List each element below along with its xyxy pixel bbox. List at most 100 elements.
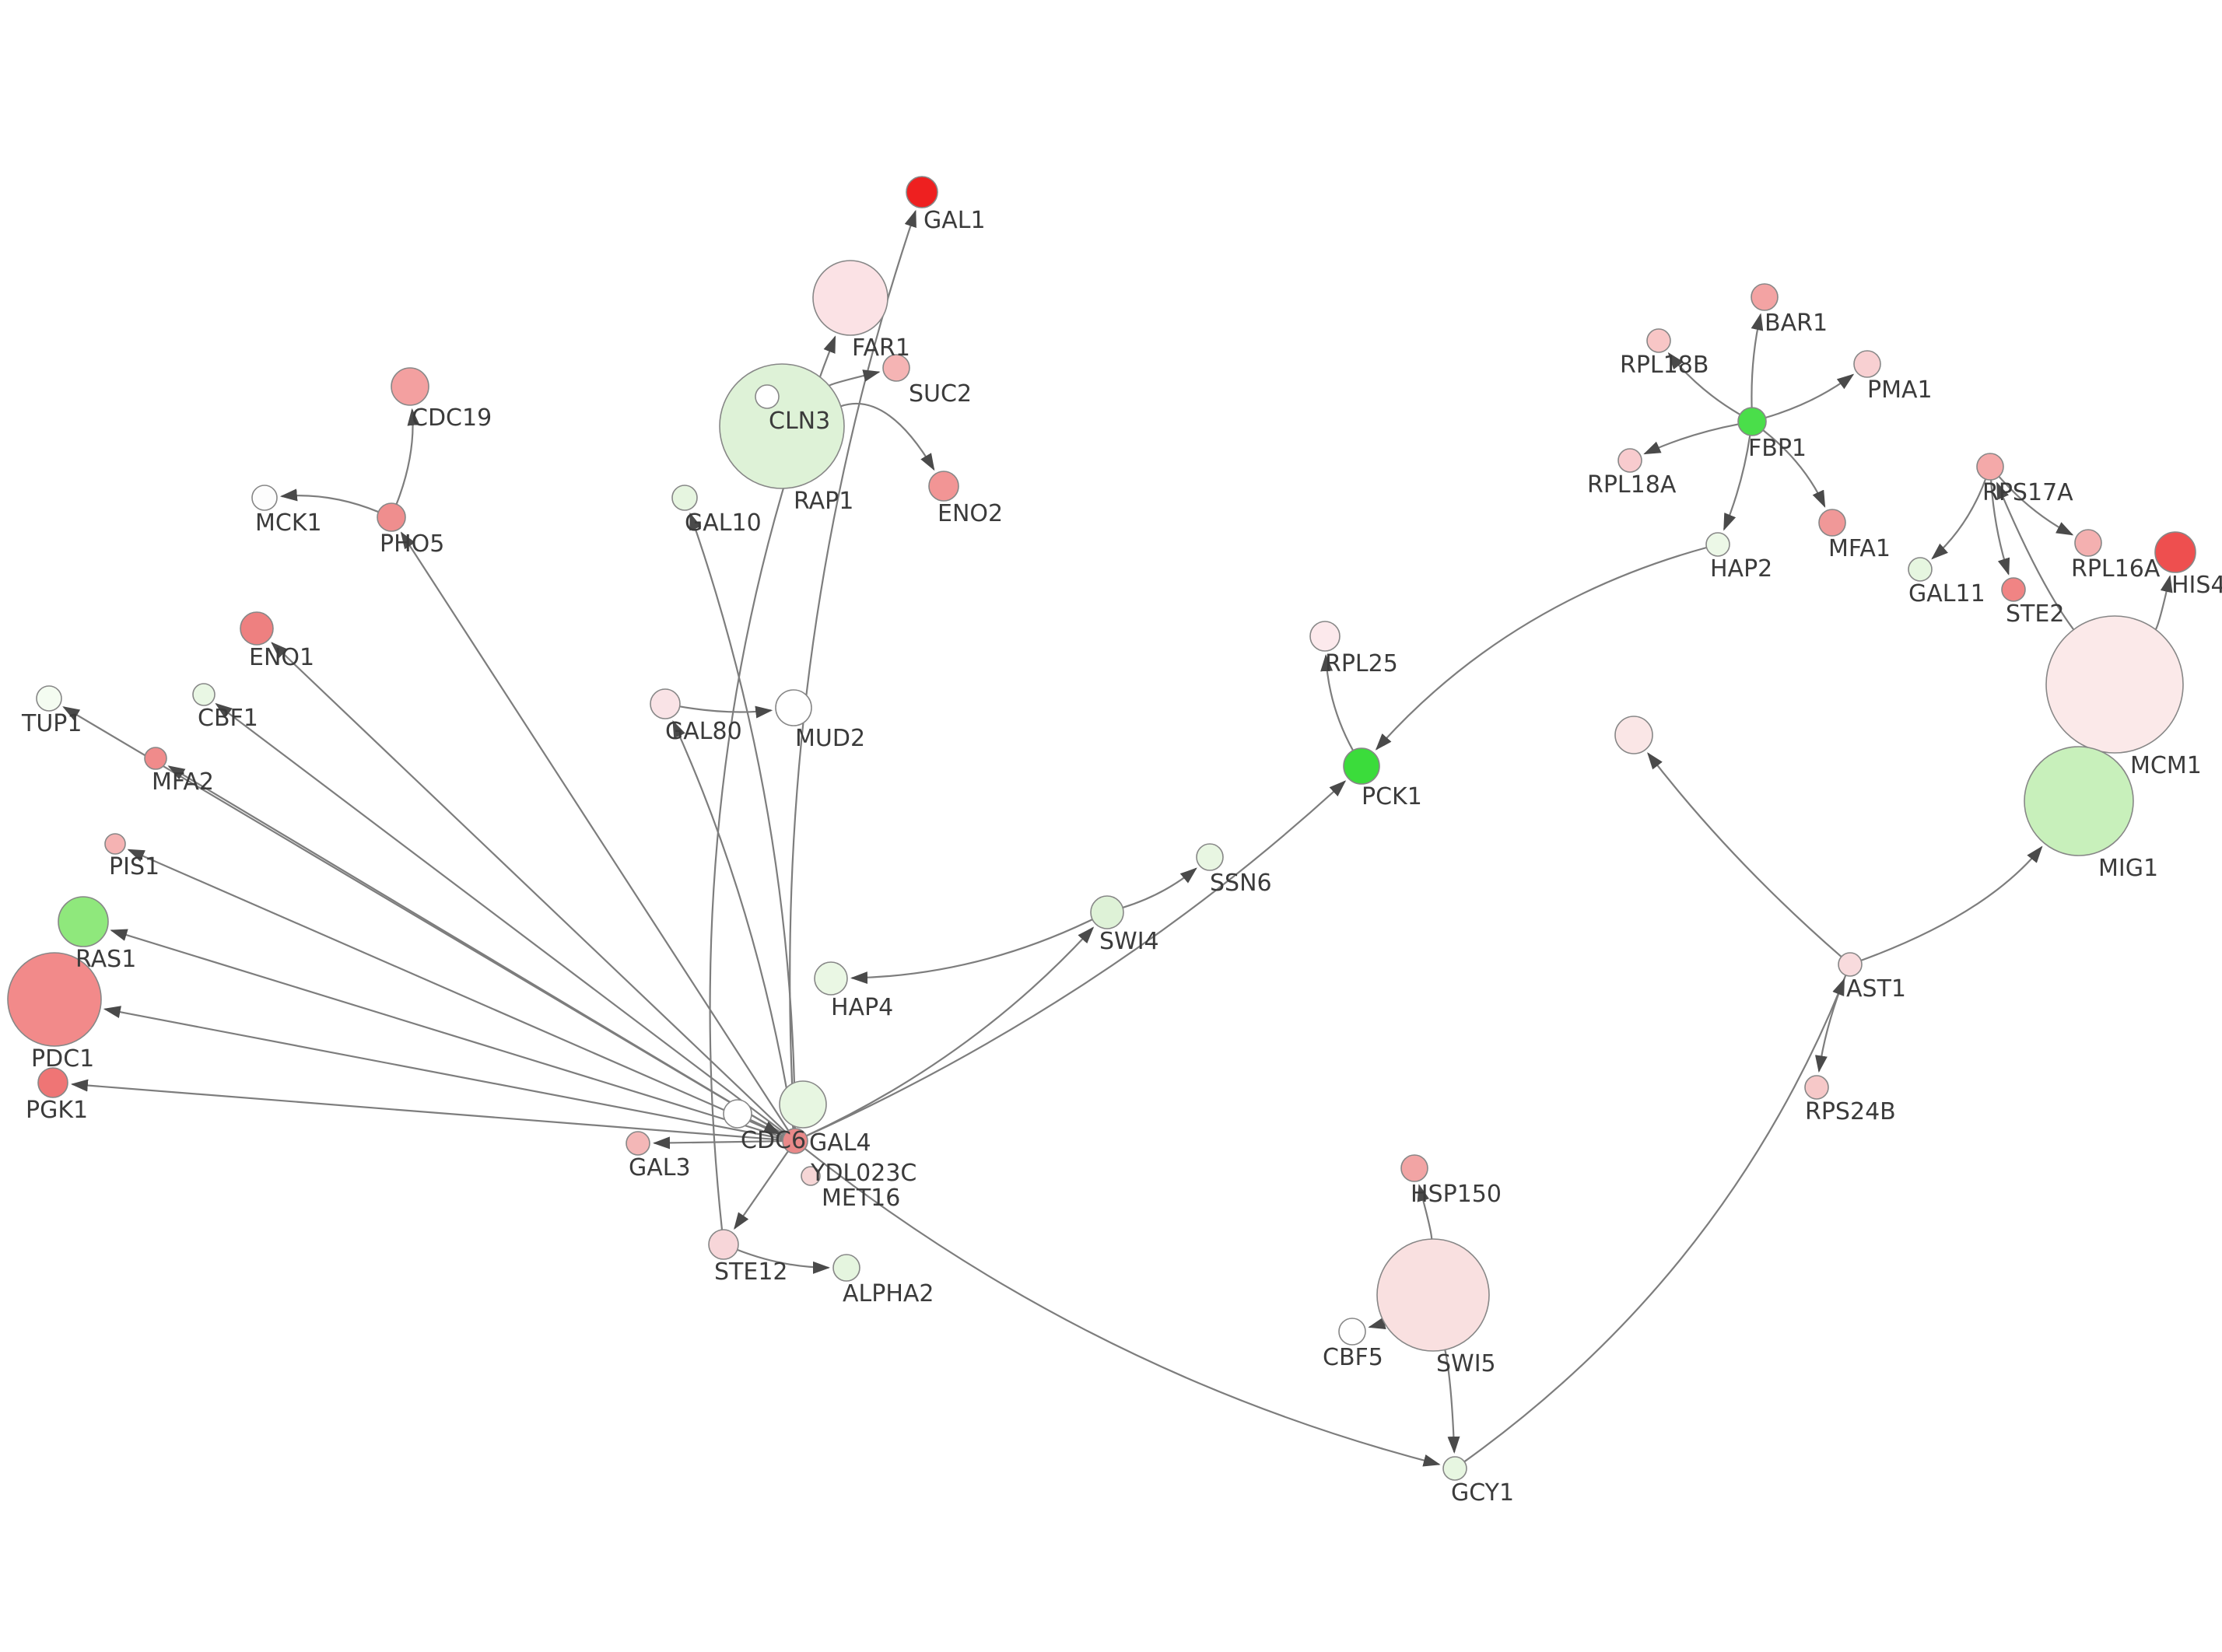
node-HIS4[interactable] xyxy=(2154,531,2196,573)
node-RPS17A[interactable] xyxy=(1976,453,2004,481)
node-GAL11[interactable] xyxy=(1908,557,1933,582)
edge-PHO5-CDC19[interactable] xyxy=(395,408,420,505)
node-TUP1[interactable] xyxy=(36,685,62,712)
node-HAP2[interactable] xyxy=(1705,532,1730,557)
node-ALPHA2[interactable] xyxy=(832,1254,860,1282)
node-label-GAL3: GAL3 xyxy=(629,1154,691,1181)
node-GAL80[interactable] xyxy=(650,688,681,719)
edge-MCM1-RPS17A[interactable] xyxy=(1996,481,2075,631)
edge-GAL4-CBF1[interactable] xyxy=(215,702,786,1135)
edge-CDC6-GAL4[interactable] xyxy=(749,1118,781,1135)
node-HAP4[interactable] xyxy=(814,961,848,996)
edge-RAP1-ENO2[interactable] xyxy=(840,402,935,471)
edge-GAL4-PCK1[interactable] xyxy=(806,780,1347,1137)
edge-PHO5-MCK1[interactable] xyxy=(279,488,379,513)
node-MIG1[interactable] xyxy=(2024,746,2134,856)
node-CBF5[interactable] xyxy=(1338,1318,1366,1346)
node-MET16[interactable] xyxy=(801,1166,821,1186)
node-label-CDC19: CDC19 xyxy=(412,404,492,432)
edge-FBP1-HAP2[interactable] xyxy=(1723,435,1751,531)
edge-PCK1-RPL25[interactable] xyxy=(1320,654,1354,751)
node-GAL1[interactable] xyxy=(906,176,938,208)
edge-RPS17A-STE2[interactable] xyxy=(1990,479,2010,576)
edge-GAL4-PHO5[interactable] xyxy=(400,531,790,1132)
node-CLN3[interactable] xyxy=(755,384,780,409)
edge-RPS17A-GAL11[interactable] xyxy=(1931,478,1987,560)
edge-GAL4-SWI4[interactable] xyxy=(806,926,1095,1137)
node-GAL3[interactable] xyxy=(626,1131,650,1156)
node-GAL10[interactable] xyxy=(671,485,698,511)
node-PHO5[interactable] xyxy=(377,502,406,532)
node-RPL18A[interactable] xyxy=(1617,448,1642,473)
node-MFA1[interactable] xyxy=(1818,509,1846,537)
edge-GAL80-MUD2[interactable] xyxy=(679,705,773,719)
edge-STE12-ALPHA2[interactable] xyxy=(737,1248,830,1274)
node-MCM1[interactable] xyxy=(2045,615,2184,754)
node-PGK1[interactable] xyxy=(37,1067,68,1098)
node-FBP1[interactable] xyxy=(1737,407,1767,436)
node-RAS1[interactable] xyxy=(58,896,109,947)
node-BAR1[interactable] xyxy=(1751,283,1779,311)
edge-FBP1-MFA1[interactable] xyxy=(1762,429,1826,508)
node-MFA2[interactable] xyxy=(144,747,167,770)
edge-GCY1-AST1[interactable] xyxy=(1463,978,1845,1463)
node-STE2[interactable] xyxy=(2001,577,2026,602)
edge-GAL4-STE12[interactable] xyxy=(734,1150,789,1230)
node-ENO1[interactable] xyxy=(240,611,274,646)
node-MUD2[interactable] xyxy=(775,689,812,726)
edge-GAL4-RAS1[interactable] xyxy=(110,929,784,1139)
edge-MCM1-HIS4[interactable] xyxy=(2154,575,2173,631)
node-RPL25[interactable] xyxy=(1309,621,1341,652)
edge-GAL4-PGK1[interactable] xyxy=(70,1079,783,1141)
node-HSP150[interactable] xyxy=(1400,1154,1428,1182)
edge-FBP1-BAR1[interactable] xyxy=(1751,313,1764,408)
node-label-GCY1: GCY1 xyxy=(1451,1479,1514,1507)
edge-GAL4-PIS1[interactable] xyxy=(127,849,784,1137)
node-PCK1[interactable] xyxy=(1343,747,1380,785)
edge-GAL4-GAL3[interactable] xyxy=(653,1136,783,1150)
edge-AST1-NODE_A[interactable] xyxy=(1647,752,1842,957)
edge-GAL4-GAL10[interactable] xyxy=(689,512,796,1129)
node-RPL16A[interactable] xyxy=(2074,529,2102,557)
node-RPS24B[interactable] xyxy=(1804,1075,1829,1100)
node-CDC19[interactable] xyxy=(391,367,429,406)
node-CDC6[interactable] xyxy=(723,1099,752,1129)
node-PDC1[interactable] xyxy=(7,952,102,1047)
edge-AST1-RPS24B[interactable] xyxy=(1814,975,1847,1073)
edge-FBP1-RPL18A[interactable] xyxy=(1643,423,1739,455)
edge-GAL4-MFA2[interactable] xyxy=(167,765,785,1136)
node-STE12[interactable] xyxy=(708,1229,739,1260)
edge-GAL4-PDC1[interactable] xyxy=(103,1006,783,1140)
node-FAR1[interactable] xyxy=(812,260,888,336)
node-SSN6[interactable] xyxy=(1196,843,1224,871)
node-label-SUC2: SUC2 xyxy=(909,380,972,408)
edge-RAP1-SUC2[interactable] xyxy=(828,369,881,387)
edge-FBP1-RPL18B[interactable] xyxy=(1667,352,1740,415)
node-MCK1[interactable] xyxy=(251,485,278,511)
node-SWI4[interactable] xyxy=(1090,895,1124,929)
edge-GAL4-GAL80[interactable] xyxy=(672,719,794,1129)
edge-AST1-MIG1[interactable] xyxy=(1860,845,2043,961)
node-RPL18B[interactable] xyxy=(1646,328,1671,353)
node-AST1[interactable] xyxy=(1838,952,1863,977)
node-RAP1[interactable] xyxy=(719,363,845,489)
edge-SWI5-HSP150[interactable] xyxy=(1417,1184,1433,1240)
node-NODE_A[interactable] xyxy=(1614,716,1653,754)
node-SWI5[interactable] xyxy=(1376,1238,1490,1352)
node-CBF1[interactable] xyxy=(192,683,216,706)
node-GAL4[interactable] xyxy=(782,1128,808,1154)
node-PMA1[interactable] xyxy=(1853,350,1881,378)
edge-GAL4-GAL1[interactable] xyxy=(789,209,916,1129)
edge-SWI5-GCY1[interactable] xyxy=(1444,1349,1460,1454)
node-GCY1[interactable] xyxy=(1442,1456,1467,1481)
node-SUC2[interactable] xyxy=(882,354,910,382)
edge-FBP1-PMA1[interactable] xyxy=(1765,373,1855,419)
edge-HAP2-PCK1[interactable] xyxy=(1375,546,1707,751)
edge-SWI4-HAP4[interactable] xyxy=(850,919,1093,985)
node-PIS1[interactable] xyxy=(104,833,126,855)
node-ENO2[interactable] xyxy=(928,471,959,502)
edge-SWI4-SSN6[interactable] xyxy=(1122,867,1197,908)
node-YDL023C[interactable] xyxy=(779,1080,827,1129)
edge-GAL4-GCY1[interactable] xyxy=(804,1148,1441,1467)
